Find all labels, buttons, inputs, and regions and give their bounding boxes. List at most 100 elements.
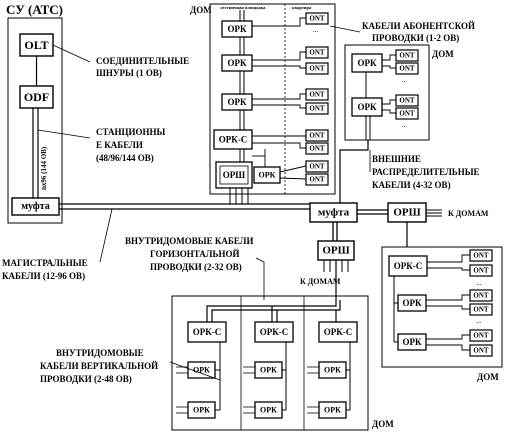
station-cables-label-1: СТАНЦИОННЫ <box>96 127 166 137</box>
ork-s-right-label: ОРК-С <box>394 261 423 271</box>
svg-text:ONT: ONT <box>399 52 415 60</box>
odf-label: ODF <box>24 90 49 104</box>
house-right-container <box>381 246 503 368</box>
trunk-cables-label-2: КАБЕЛИ (12-96 ОВ) <box>2 271 85 281</box>
station-cables-label-3: (48/96/144 ОВ) <box>96 153 154 163</box>
ork-top-4 <box>253 166 281 184</box>
house-mid-group: ДОМ ОРК ОРК ONT ONT ... ONT ONT ... <box>344 44 454 141</box>
ork-s-bottom-3 <box>318 321 358 343</box>
mufta-box-station <box>11 197 60 216</box>
ork-bottom-1-label: ОРК <box>193 366 210 375</box>
ork-bottom-6-label: ОРК <box>324 406 341 415</box>
station-container <box>7 17 63 224</box>
house-top-container <box>209 3 336 195</box>
svg-text:ONT: ONT <box>473 332 489 340</box>
ork-bottom-2-label: ОРК <box>260 366 277 375</box>
ork-right-2-label: ОРК <box>402 337 421 347</box>
header-apartment: квартира <box>292 5 312 10</box>
trunk-cables-label-1: МАГИСТРАЛЬНЫЕ <box>2 258 88 268</box>
subscriber-cables-label-2: ПРОВОДКИ (1-2 ОВ) <box>372 33 459 43</box>
house-right-title: ДОМ <box>477 372 499 382</box>
subscriber-cables-label-1: КАБЕЛИ АБОНЕНТСКОЙ <box>362 21 475 31</box>
orsh-top-label: ОРШ <box>223 170 245 180</box>
ork-top-3 <box>221 93 253 111</box>
ork-top-4-label: ОРК <box>259 171 276 180</box>
to-houses-right-label: К ДОМАМ <box>448 209 489 218</box>
svg-text:...: ... <box>476 317 482 325</box>
vertical-station-label: nх96 (144 ОВ) <box>40 146 48 190</box>
house-mid-title: ДОМ <box>432 49 454 59</box>
house-bottom-group: ДОМ ОРК-С ОРК-С ОРК-С ОРК ОРК ОРК ОРК ОР… <box>171 295 394 431</box>
ork-s-bottom-1 <box>187 321 227 343</box>
house-mid-container <box>344 44 430 141</box>
mufta-label-center: муфта <box>318 207 350 219</box>
odf-box <box>19 85 54 109</box>
ork-s-top <box>213 129 253 150</box>
station-title: СУ (АТС) <box>6 2 63 17</box>
svg-text:ONT: ONT <box>473 347 489 355</box>
svg-text:ONT: ONT <box>309 105 325 113</box>
svg-text:...: ... <box>402 76 408 84</box>
house-top-group: ДОМ лестничная площадка квартира ОРК ОРК… <box>190 3 336 204</box>
ork-bottom-4-label: ОРК <box>193 406 210 415</box>
trunk-cable <box>59 203 310 210</box>
house-bottom-title: ДОМ <box>372 419 394 429</box>
vertical-cables-label-2: КАБЕЛИ ВЕРТИКАЛЬНОЙ <box>40 361 158 371</box>
ork-mid-1 <box>351 53 383 73</box>
ork-right-1-label: ОРК <box>402 298 421 308</box>
ork-mid-2-label: ОРК <box>357 102 376 112</box>
ork-s-right <box>388 255 428 277</box>
ork-bottom-3-label: ОРК <box>324 366 341 375</box>
to-houses-bottom-label: К ДОМАМ <box>300 277 341 286</box>
svg-text:ONT: ONT <box>399 97 415 105</box>
svg-text:ONT: ONT <box>309 163 325 171</box>
svg-text:ONT: ONT <box>309 49 325 57</box>
svg-text:ONT: ONT <box>399 65 415 73</box>
header-floor-box: лестничная площадка <box>220 5 266 10</box>
svg-text:...: ... <box>476 279 482 287</box>
ork-top-1-label: ОРК <box>227 24 246 34</box>
svg-text:ONT: ONT <box>473 306 489 314</box>
vertical-cables-label-1: ВНУТРИДОМОВЫЕ <box>56 348 144 358</box>
svg-text:ONT: ONT <box>309 132 325 140</box>
orsh-label-right: ОРШ <box>393 207 420 219</box>
ork-s-bottom-2-label: ОРК-С <box>260 327 289 337</box>
ork-top-1 <box>221 20 253 38</box>
mufta-label-station: муфта <box>21 201 50 212</box>
station-group: СУ (АТС) OLT ODF nх96 (144 ОВ) муфта <box>6 2 63 224</box>
ork-top-2-label: ОРК <box>227 58 246 68</box>
ork-s-bottom-3-label: ОРК-С <box>324 327 353 337</box>
svg-text:ONT: ONT <box>473 292 489 300</box>
svg-text:ONT: ONT <box>309 65 325 73</box>
external-distribution-label-1: ВНЕШНИЕ <box>372 154 421 164</box>
svg-text:ONT: ONT <box>399 110 415 118</box>
house-right-group: ДОМ ОРК-С ОРК ОРК ONT ONT ... ONT ONT ..… <box>381 246 503 382</box>
svg-text:ONT: ONT <box>473 267 489 275</box>
svg-text:ONT: ONT <box>309 145 325 153</box>
external-distribution-label-2: РАСПРЕДЕЛИТЕЛЬНЫЕ <box>372 167 480 177</box>
horizontal-cables-label-3: ПРОВОДКИ (2-32 ОВ) <box>150 262 242 272</box>
house-top-title: ДОМ <box>190 5 212 15</box>
svg-text:ONT: ONT <box>473 252 489 260</box>
svg-text:ONT: ONT <box>309 91 325 99</box>
ork-mid-1-label: ОРК <box>357 58 376 68</box>
ork-bottom-5-label: ОРК <box>260 406 277 415</box>
patch-cords-label-1: СОЕДИНИТЕЛЬНЫЕ <box>96 56 189 66</box>
svg-text:ONT: ONT <box>309 15 325 23</box>
svg-text:ONT: ONT <box>309 176 325 184</box>
ork-mid-2 <box>351 97 383 117</box>
svg-text:...: ... <box>313 26 319 34</box>
horizontal-cables-label-1: ВНУТРИДОМОВЫЕ КАБЕЛИ <box>125 236 253 246</box>
horizontal-cables-label-2: ГОРИЗОНТАЛЬНОЙ <box>150 249 239 259</box>
ont-top-group: ONT ONT ONT ONT ONT ONT ONT ONT ONT <box>305 12 329 186</box>
patch-cords-label-2: ШНУРЫ (1 ОВ) <box>96 68 162 78</box>
ork-top-2 <box>221 54 253 72</box>
ork-s-bottom-2 <box>254 321 294 343</box>
station-cables-label-2: Е КАБЕЛИ <box>96 140 143 150</box>
external-distribution-label-3: КАБЕЛИ (4-32 ОВ) <box>372 180 451 190</box>
svg-text:...: ... <box>402 121 408 129</box>
orsh-label-center: ОРШ <box>322 245 349 257</box>
ork-top-3-label: ОРК <box>227 97 246 107</box>
